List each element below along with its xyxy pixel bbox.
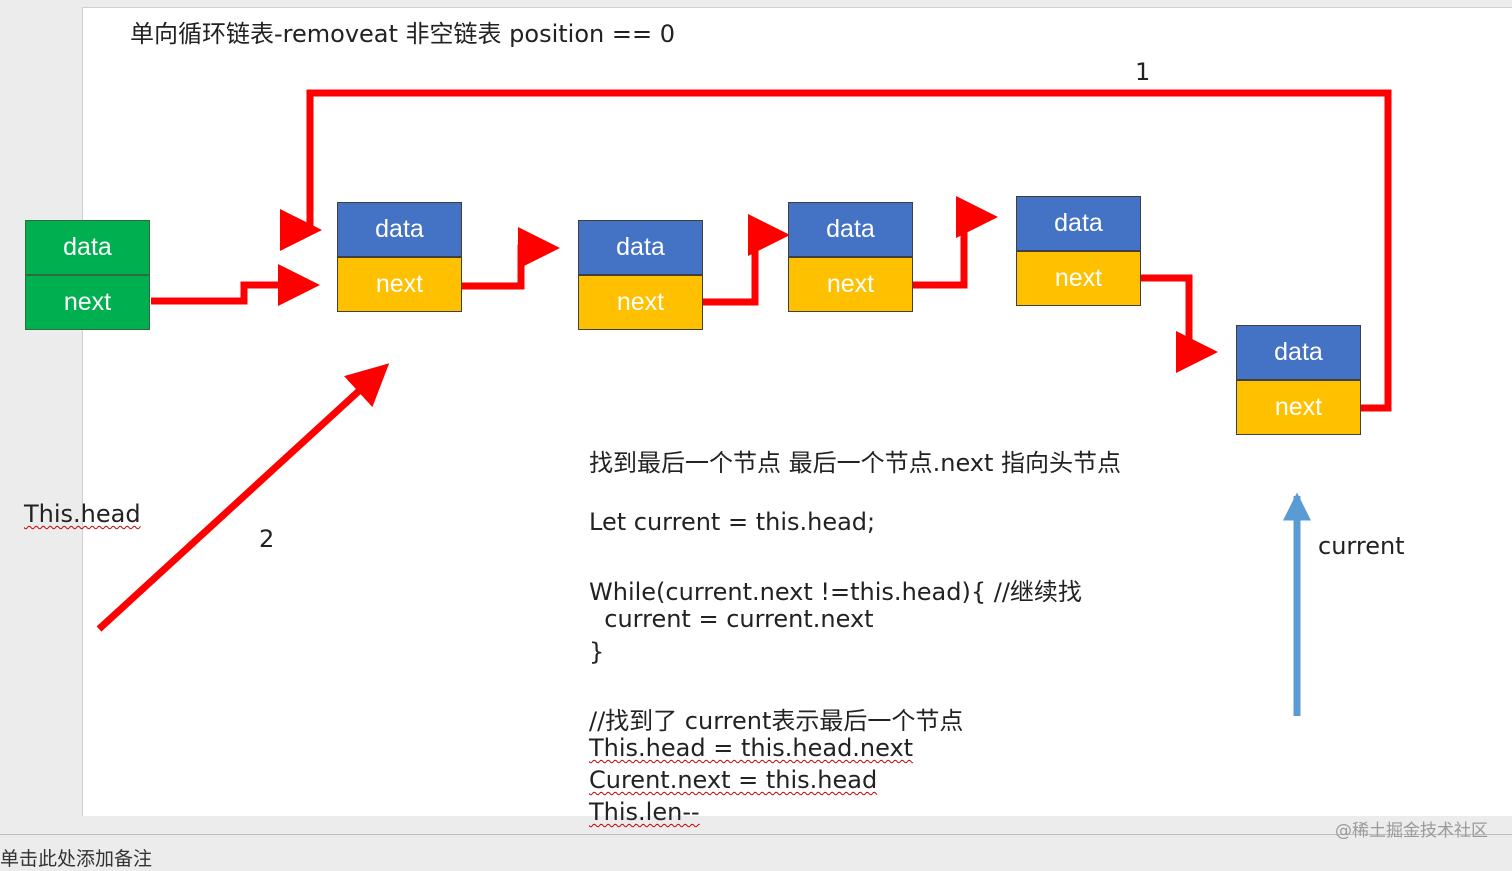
link-arrow-head-to-node1 bbox=[151, 264, 320, 306]
node-data-cell: data bbox=[337, 202, 462, 257]
code-line-9: This.len-- bbox=[589, 798, 700, 826]
link-arrow-node2-to-node3 bbox=[703, 214, 790, 306]
list-node-4: data next bbox=[1016, 196, 1141, 306]
list-node-5: data next bbox=[1236, 325, 1361, 435]
notes-pane[interactable] bbox=[0, 834, 1512, 862]
code-line-1: 找到最后一个节点 最后一个节点.next 指向头节点 bbox=[589, 449, 1122, 477]
circular-link-arrow bbox=[280, 89, 1392, 412]
code-line-5: } bbox=[589, 638, 605, 666]
code-line-6: //找到了 current表示最后一个节点 bbox=[589, 707, 964, 735]
node-data-cell: data bbox=[788, 202, 913, 257]
current-label: current bbox=[1318, 532, 1405, 560]
node-data-cell: data bbox=[1236, 325, 1361, 380]
node-next-cell: next bbox=[578, 275, 703, 330]
notes-placeholder[interactable]: 单击此处添加备注 bbox=[0, 848, 153, 870]
node-next-cell: next bbox=[25, 275, 150, 330]
step-2-label: 2 bbox=[259, 525, 275, 553]
this-head-move-arrow bbox=[96, 363, 390, 632]
code-line-7: This.head = this.head.next bbox=[589, 734, 914, 762]
code-line-4: current = current.next bbox=[589, 605, 874, 633]
code-line-8: Curent.next = this.head bbox=[589, 766, 878, 794]
code-line-3: While(current.next !=this.head){ //继续找 bbox=[589, 578, 1082, 606]
link-arrow-node3-to-node4 bbox=[913, 196, 998, 289]
list-node-3: data next bbox=[788, 202, 913, 312]
node-next-cell: next bbox=[337, 257, 462, 312]
step-1-label: 1 bbox=[1135, 58, 1151, 86]
link-arrow-node1-to-node2 bbox=[462, 227, 560, 290]
node-data-cell: data bbox=[578, 220, 703, 275]
this-head-label: This.head bbox=[24, 500, 141, 528]
slide-title: 单向循环链表-removeat 非空链表 position == 0 bbox=[130, 20, 675, 48]
link-arrow-node4-to-node5 bbox=[1140, 274, 1218, 373]
list-node-2: data next bbox=[578, 220, 703, 330]
node-data-cell: data bbox=[1016, 196, 1141, 251]
code-line-2: Let current = this.head; bbox=[589, 508, 876, 536]
head-node: data next bbox=[25, 220, 150, 330]
node-data-cell: data bbox=[25, 220, 150, 275]
node-next-cell: next bbox=[788, 257, 913, 312]
node-next-cell: next bbox=[1236, 380, 1361, 435]
node-next-cell: next bbox=[1016, 251, 1141, 306]
list-node-1: data next bbox=[337, 202, 462, 312]
watermark: @稀土掘金技术社区 bbox=[1335, 821, 1488, 841]
